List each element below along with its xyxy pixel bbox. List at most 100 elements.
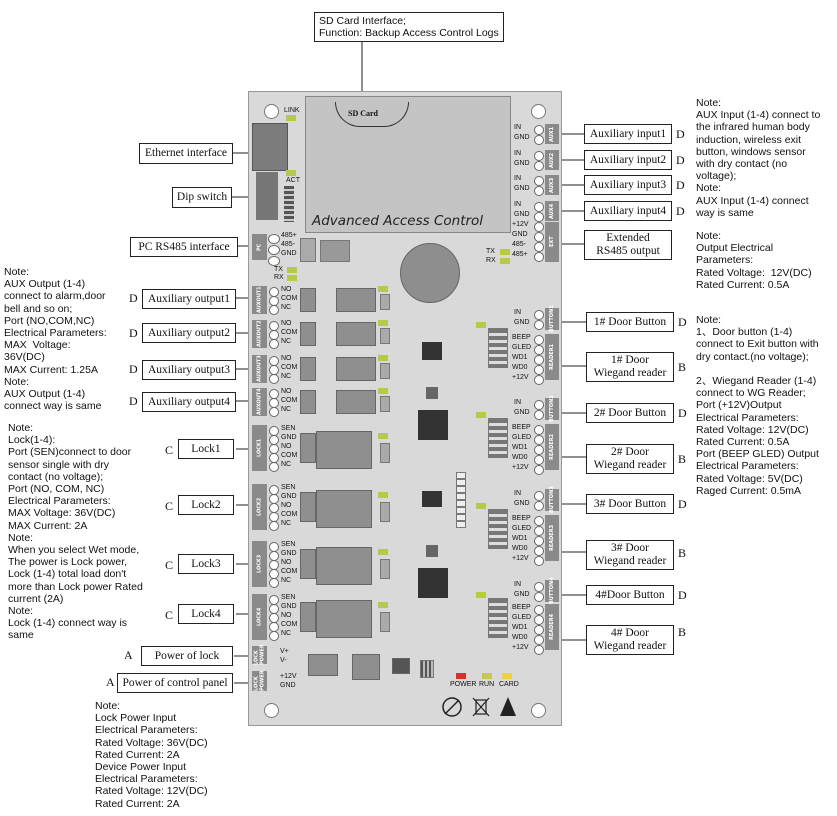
aux-output-tag: AUXOUT3 bbox=[252, 355, 267, 383]
panel-power-tag: LOCK POWER bbox=[252, 670, 267, 692]
aux-input-pin-label: IN bbox=[514, 175, 521, 182]
compliance-symbols bbox=[442, 697, 516, 717]
door4-button-label: 4#Door Button bbox=[586, 585, 674, 605]
card-led bbox=[502, 673, 512, 679]
aux-input-pin bbox=[534, 212, 544, 222]
aux-output-pin-label: NO bbox=[281, 355, 292, 362]
aux-input-tag: AUX3 bbox=[545, 175, 559, 195]
ic-chip bbox=[422, 491, 442, 507]
reader-tag: READER4 bbox=[545, 604, 559, 650]
aux-input3-label: Auxiliary input3 bbox=[584, 175, 672, 195]
lock-tag: LOCK1 bbox=[252, 425, 267, 471]
reader-pin bbox=[534, 516, 544, 526]
card-led-label: CARD bbox=[499, 681, 519, 688]
ext-output-note: Note: Output Electrical Parameters: Rate… bbox=[696, 230, 812, 291]
ext-pin-label: +12V bbox=[512, 221, 529, 228]
tx-led bbox=[287, 267, 297, 273]
reader-pin bbox=[534, 526, 544, 536]
reader-pin bbox=[534, 365, 544, 375]
button-tag: BUTTON4 bbox=[545, 578, 559, 604]
lock-header bbox=[380, 559, 390, 579]
board-title: Advanced Access Control bbox=[312, 213, 484, 229]
reader-header bbox=[488, 418, 508, 458]
dip-switch bbox=[256, 172, 278, 220]
aux-output-pin-label: COM bbox=[281, 329, 298, 336]
button-pin-label: IN bbox=[514, 309, 521, 316]
aux-output-pin bbox=[269, 339, 279, 349]
rs485-interface-label: PC RS485 interface bbox=[130, 237, 238, 257]
door3-reader-label: 3# Door Wiegand reader bbox=[586, 540, 674, 570]
lock2-label: Lock2 bbox=[178, 495, 234, 515]
aux-input1-letter: D bbox=[676, 127, 685, 141]
reader-pin-label: GLED bbox=[512, 434, 532, 441]
lock-pin-label: GND bbox=[281, 493, 297, 500]
button-pin-label: GND bbox=[514, 319, 530, 326]
aux-input-pin-label: IN bbox=[514, 124, 521, 131]
lock-power-vminus: V- bbox=[280, 657, 287, 664]
lock-pin-label: SEN bbox=[281, 594, 296, 601]
act-label: ACT bbox=[286, 177, 300, 184]
lock-pin bbox=[269, 521, 279, 531]
aux-input-pin-label: GND bbox=[514, 134, 530, 141]
button-tag: BUTTON3 bbox=[545, 487, 559, 513]
aux-header bbox=[380, 328, 390, 344]
aux-output-led bbox=[378, 286, 388, 292]
mcu-chip bbox=[418, 568, 448, 598]
aux-input3-letter: D bbox=[676, 178, 685, 192]
aux-input-pin bbox=[534, 135, 544, 145]
lock-relay-small bbox=[300, 433, 316, 463]
reader-led bbox=[476, 412, 486, 418]
aux-output-tag: AUXOUT2 bbox=[252, 320, 267, 348]
aux-input-pin-label: GND bbox=[514, 185, 530, 192]
lock-pin-label: COM bbox=[281, 511, 298, 518]
door3-button-letter: D bbox=[678, 497, 687, 511]
link-label: LINK bbox=[284, 107, 300, 114]
aux-input-pin bbox=[534, 186, 544, 196]
aux-input-pin-label: GND bbox=[514, 160, 530, 167]
mount-hole bbox=[264, 104, 279, 119]
reader-pin-label: WD0 bbox=[512, 545, 528, 552]
aux-input-pin-label: GND bbox=[514, 211, 530, 218]
aux-output-note: Note: AUX Output (1-4) connect to alarm,… bbox=[4, 266, 107, 413]
reader-pin bbox=[534, 605, 544, 615]
aux-relay-small bbox=[300, 357, 316, 381]
dip-switch-label: Dip switch bbox=[172, 187, 232, 208]
aux-header bbox=[380, 363, 390, 379]
small-chip bbox=[426, 387, 438, 399]
lock-pin-label: NC bbox=[281, 630, 292, 637]
reader-pin-label: BEEP bbox=[512, 424, 531, 431]
reader-led bbox=[476, 322, 486, 328]
reader-tag: READER1 bbox=[545, 334, 559, 380]
aux-output3-label: Auxiliary output3 bbox=[142, 360, 236, 380]
ext-pin bbox=[534, 232, 544, 242]
aux-output-pin-label: NC bbox=[281, 304, 292, 311]
reader-pin bbox=[534, 465, 544, 475]
mount-hole bbox=[531, 703, 546, 718]
aux-output-pin-label: NO bbox=[281, 388, 292, 395]
regulator bbox=[392, 658, 410, 674]
power-of-panel-label: Power of control panel bbox=[117, 673, 233, 693]
dip-switch-header bbox=[284, 186, 294, 222]
door1-button-letter: D bbox=[678, 315, 687, 329]
button-pin-label: IN bbox=[514, 399, 521, 406]
ic-chip bbox=[422, 342, 442, 360]
aux-input4-label: Auxiliary input4 bbox=[584, 201, 672, 221]
aux-output-pin bbox=[269, 305, 279, 315]
sd-card-slot-label: SD Card bbox=[348, 109, 379, 118]
rs485-minus-label: 485- bbox=[281, 241, 296, 248]
reader-pin-label: GLED bbox=[512, 614, 532, 621]
lock-led bbox=[378, 492, 388, 498]
lock-pin bbox=[269, 578, 279, 588]
extended-rs485-label: Extended RS485 output bbox=[584, 230, 672, 260]
lock-power-vplus: V+ bbox=[280, 648, 289, 655]
aux-output-pin-label: NO bbox=[281, 286, 292, 293]
aux-relay-small bbox=[300, 390, 316, 414]
aux-output-pin-label: NC bbox=[281, 406, 292, 413]
aux-input-tag: AUX4 bbox=[545, 201, 559, 221]
door3-button-label: 3# Door Button bbox=[586, 494, 674, 514]
mount-hole bbox=[264, 703, 279, 718]
lock-pin-label: NC bbox=[281, 520, 292, 527]
button-pin-label: IN bbox=[514, 581, 521, 588]
reader-tag: READER2 bbox=[545, 424, 559, 470]
lock-relay bbox=[316, 431, 372, 469]
